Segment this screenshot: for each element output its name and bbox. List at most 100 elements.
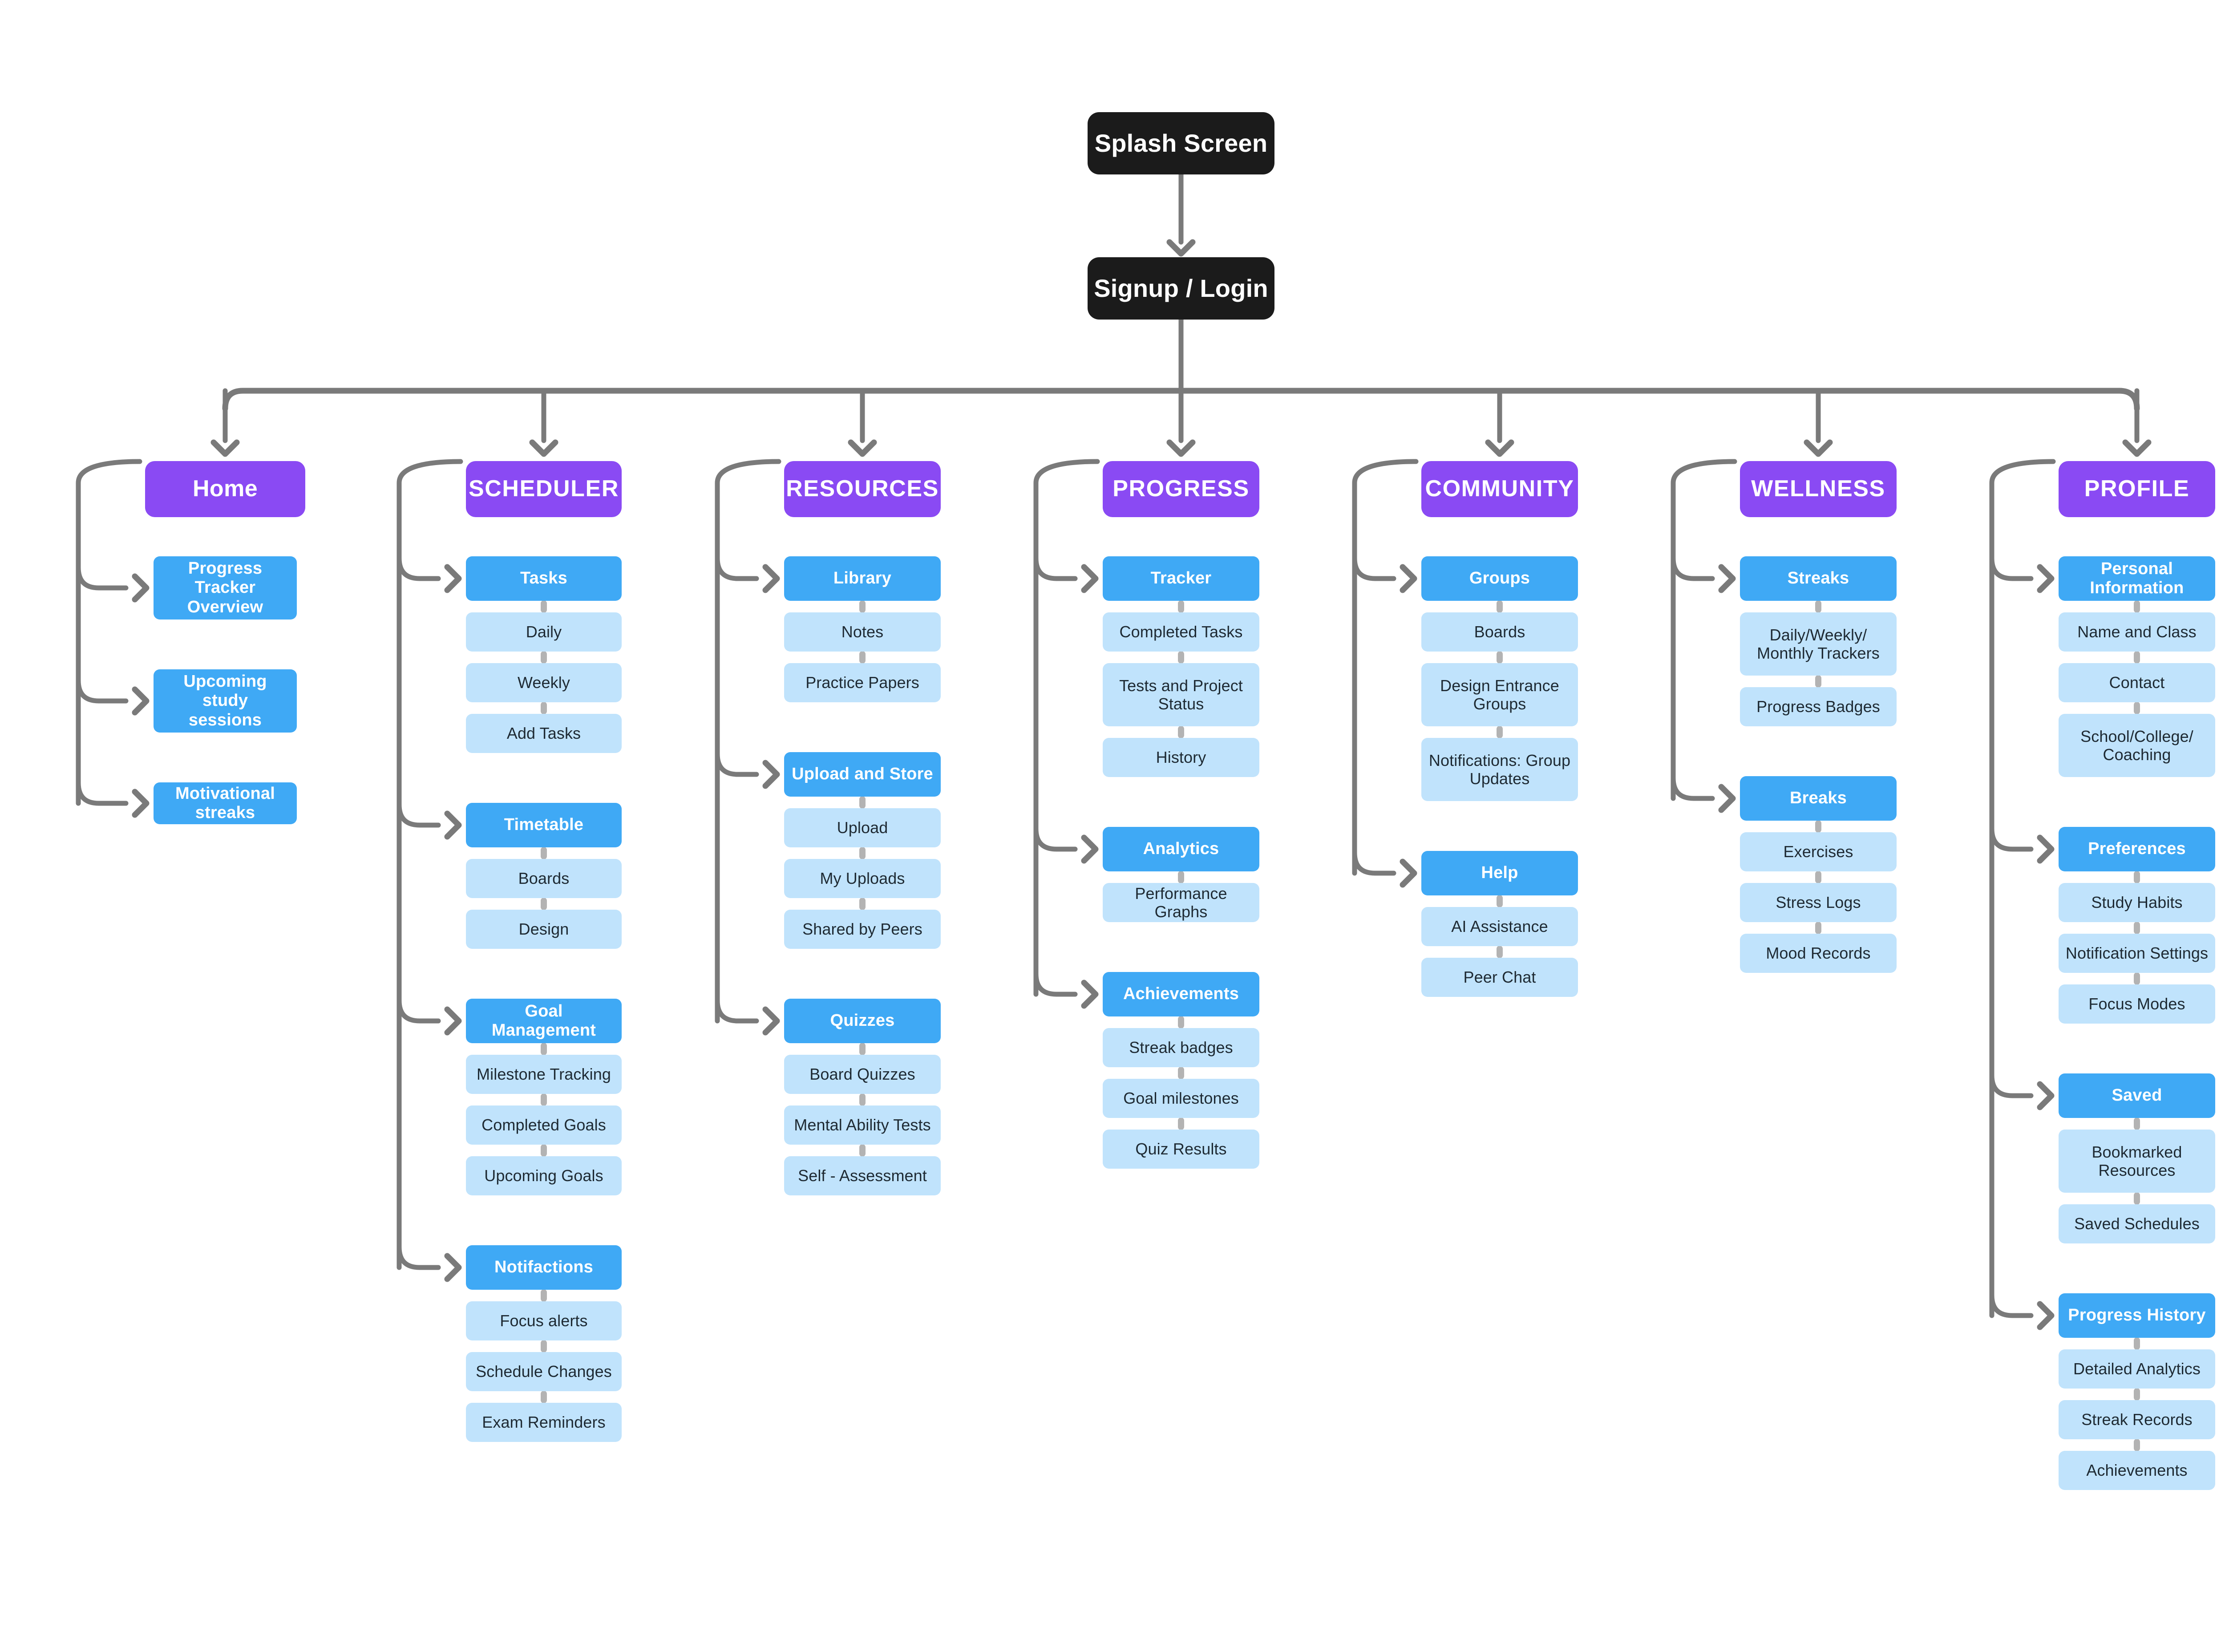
leaf-progress-0-2[interactable]: History xyxy=(1103,738,1259,777)
bus-drop-arrow-community xyxy=(1485,439,1514,457)
group-header-scheduler-2[interactable]: Goal Management xyxy=(466,999,622,1043)
leaf-profile-3-0[interactable]: Detailed Analytics xyxy=(2059,1349,2215,1389)
section-header-wellness[interactable]: WELLNESS xyxy=(1740,461,1897,517)
group-header-community-1[interactable]: Help xyxy=(1421,851,1578,895)
leaf-community-1-1[interactable]: Peer Chat xyxy=(1421,958,1578,997)
leaf-profile-2-1[interactable]: Saved Schedules xyxy=(2059,1204,2215,1243)
group-header-progress-2[interactable]: Achievements xyxy=(1103,972,1259,1016)
group-header-progress-0[interactable]: Tracker xyxy=(1103,556,1259,601)
leaf-resources-2-1[interactable]: Mental Ability Tests xyxy=(784,1105,941,1145)
group-header-profile-2[interactable]: Saved xyxy=(2059,1073,2215,1118)
leaf-progress-2-2[interactable]: Quiz Results xyxy=(1103,1130,1259,1169)
signup-login-node[interactable]: Signup / Login xyxy=(1088,257,1274,320)
section-header-resources[interactable]: RESOURCES xyxy=(784,461,941,517)
group-header-wellness-0[interactable]: Streaks xyxy=(1740,556,1897,601)
leaf-resources-2-2[interactable]: Self - Assessment xyxy=(784,1156,941,1195)
leaf-community-1-0[interactable]: AI Assistance xyxy=(1421,907,1578,946)
branch-arrow-resources-1 xyxy=(762,760,780,789)
bus-drop-arrow-resources xyxy=(848,439,877,457)
section-header-home[interactable]: Home xyxy=(145,461,305,517)
section-header-profile[interactable]: PROFILE xyxy=(2059,461,2215,517)
group-header-community-0[interactable]: Groups xyxy=(1421,556,1578,601)
leaf-profile-0-2[interactable]: School/College/ Coaching xyxy=(2059,714,2215,777)
branch-profile-1 xyxy=(1989,826,2034,852)
leaf-scheduler-3-2[interactable]: Exam Reminders xyxy=(466,1403,622,1442)
leaf-profile-1-2[interactable]: Focus Modes xyxy=(2059,984,2215,1024)
spine-scheduler xyxy=(396,459,463,1270)
group-header-resources-0[interactable]: Library xyxy=(784,556,941,601)
leaf-progress-2-0[interactable]: Streak badges xyxy=(1103,1028,1259,1067)
leaf-wellness-1-1[interactable]: Stress Logs xyxy=(1740,883,1897,922)
leaf-resources-0-0[interactable]: Notes xyxy=(784,612,941,652)
section-header-community[interactable]: COMMUNITY xyxy=(1421,461,1578,517)
group-header-profile-0[interactable]: Personal Information xyxy=(2059,556,2215,601)
leaf-resources-2-0[interactable]: Board Quizzes xyxy=(784,1055,941,1094)
section-header-scheduler[interactable]: SCHEDULER xyxy=(466,461,622,517)
group-header-wellness-1[interactable]: Breaks xyxy=(1740,776,1897,821)
leaf-profile-3-2[interactable]: Achievements xyxy=(2059,1451,2215,1490)
branch-arrow-scheduler-3 xyxy=(444,1253,462,1282)
group-header-scheduler-0[interactable]: Tasks xyxy=(466,556,622,601)
branch-resources-0 xyxy=(715,555,759,581)
leaf-scheduler-3-1[interactable]: Schedule Changes xyxy=(466,1352,622,1391)
group-header-scheduler-3[interactable]: Notifactions xyxy=(466,1245,622,1290)
leaf-progress-2-1[interactable]: Goal milestones xyxy=(1103,1079,1259,1118)
leaf-resources-1-0[interactable]: Upload xyxy=(784,808,941,847)
branch-arrow-profile-2 xyxy=(2037,1081,2055,1110)
branch-arrow-home-1 xyxy=(132,686,150,716)
branch-arrow-progress-1 xyxy=(1081,834,1099,864)
leaf-scheduler-2-0[interactable]: Milestone Tracking xyxy=(466,1055,622,1094)
branch-profile-3 xyxy=(1989,1292,2034,1318)
leaf-scheduler-0-0[interactable]: Daily xyxy=(466,612,622,652)
branch-arrow-resources-0 xyxy=(762,564,780,593)
leaf-progress-0-0[interactable]: Completed Tasks xyxy=(1103,612,1259,652)
branch-home-2 xyxy=(76,780,129,806)
leaf-progress-1-0[interactable]: Performance Graphs xyxy=(1103,883,1259,922)
group-header-profile-3[interactable]: Progress History xyxy=(2059,1293,2215,1338)
branch-profile-0 xyxy=(1989,555,2034,581)
group-header-resources-2[interactable]: Quizzes xyxy=(784,999,941,1043)
leaf-scheduler-2-2[interactable]: Upcoming Goals xyxy=(466,1156,622,1195)
leaf-resources-1-2[interactable]: Shared by Peers xyxy=(784,910,941,949)
branch-arrow-community-1 xyxy=(1400,858,1417,888)
leaf-profile-2-0[interactable]: Bookmarked Resources xyxy=(2059,1130,2215,1193)
group-header-scheduler-1[interactable]: Timetable xyxy=(466,803,622,847)
group-header-home-0[interactable]: Progress Tracker Overview xyxy=(154,556,297,620)
branch-scheduler-3 xyxy=(396,1244,441,1270)
leaf-profile-1-1[interactable]: Notification Settings xyxy=(2059,934,2215,973)
leaf-profile-1-0[interactable]: Study Habits xyxy=(2059,883,2215,922)
leaf-community-0-1[interactable]: Design Entrance Groups xyxy=(1421,663,1578,726)
group-header-progress-1[interactable]: Analytics xyxy=(1103,827,1259,871)
leaf-resources-1-1[interactable]: My Uploads xyxy=(784,859,941,898)
leaf-progress-0-1[interactable]: Tests and Project Status xyxy=(1103,663,1259,726)
group-header-profile-1[interactable]: Preferences xyxy=(2059,827,2215,871)
branch-home-0 xyxy=(76,565,129,591)
leaf-wellness-1-0[interactable]: Exercises xyxy=(1740,832,1897,871)
leaf-wellness-1-2[interactable]: Mood Records xyxy=(1740,934,1897,973)
leaf-profile-0-1[interactable]: Contact xyxy=(2059,663,2215,702)
spine-home xyxy=(76,459,142,806)
leaf-wellness-0-0[interactable]: Daily/Weekly/ Monthly Trackers xyxy=(1740,612,1897,676)
leaf-scheduler-2-1[interactable]: Completed Goals xyxy=(466,1105,622,1145)
group-header-resources-1[interactable]: Upload and Store xyxy=(784,752,941,797)
spine-community xyxy=(1352,459,1419,876)
leaf-profile-3-1[interactable]: Streak Records xyxy=(2059,1400,2215,1439)
leaf-wellness-0-1[interactable]: Progress Badges xyxy=(1740,687,1897,726)
leaf-community-0-2[interactable]: Notifications: Group Updates xyxy=(1421,738,1578,801)
bus-drop-arrow-profile xyxy=(2122,439,2152,457)
leaf-scheduler-1-0[interactable]: Boards xyxy=(466,859,622,898)
leaf-profile-0-0[interactable]: Name and Class xyxy=(2059,612,2215,652)
group-header-home-2[interactable]: Motivational streaks xyxy=(154,782,297,824)
leaf-scheduler-0-2[interactable]: Add Tasks xyxy=(466,714,622,753)
leaf-scheduler-1-1[interactable]: Design xyxy=(466,910,622,949)
leaf-resources-0-1[interactable]: Practice Papers xyxy=(784,663,941,702)
group-header-home-1[interactable]: Upcoming study sessions xyxy=(154,669,297,733)
branch-arrow-wellness-0 xyxy=(1718,564,1736,593)
branch-arrow-home-0 xyxy=(132,573,150,603)
leaf-scheduler-0-1[interactable]: Weekly xyxy=(466,663,622,702)
section-header-progress[interactable]: PROGRESS xyxy=(1103,461,1259,517)
leaf-scheduler-3-0[interactable]: Focus alerts xyxy=(466,1301,622,1340)
leaf-community-0-0[interactable]: Boards xyxy=(1421,612,1578,652)
splash-screen-node[interactable]: Splash Screen xyxy=(1088,112,1274,174)
branch-arrow-scheduler-1 xyxy=(444,810,462,840)
